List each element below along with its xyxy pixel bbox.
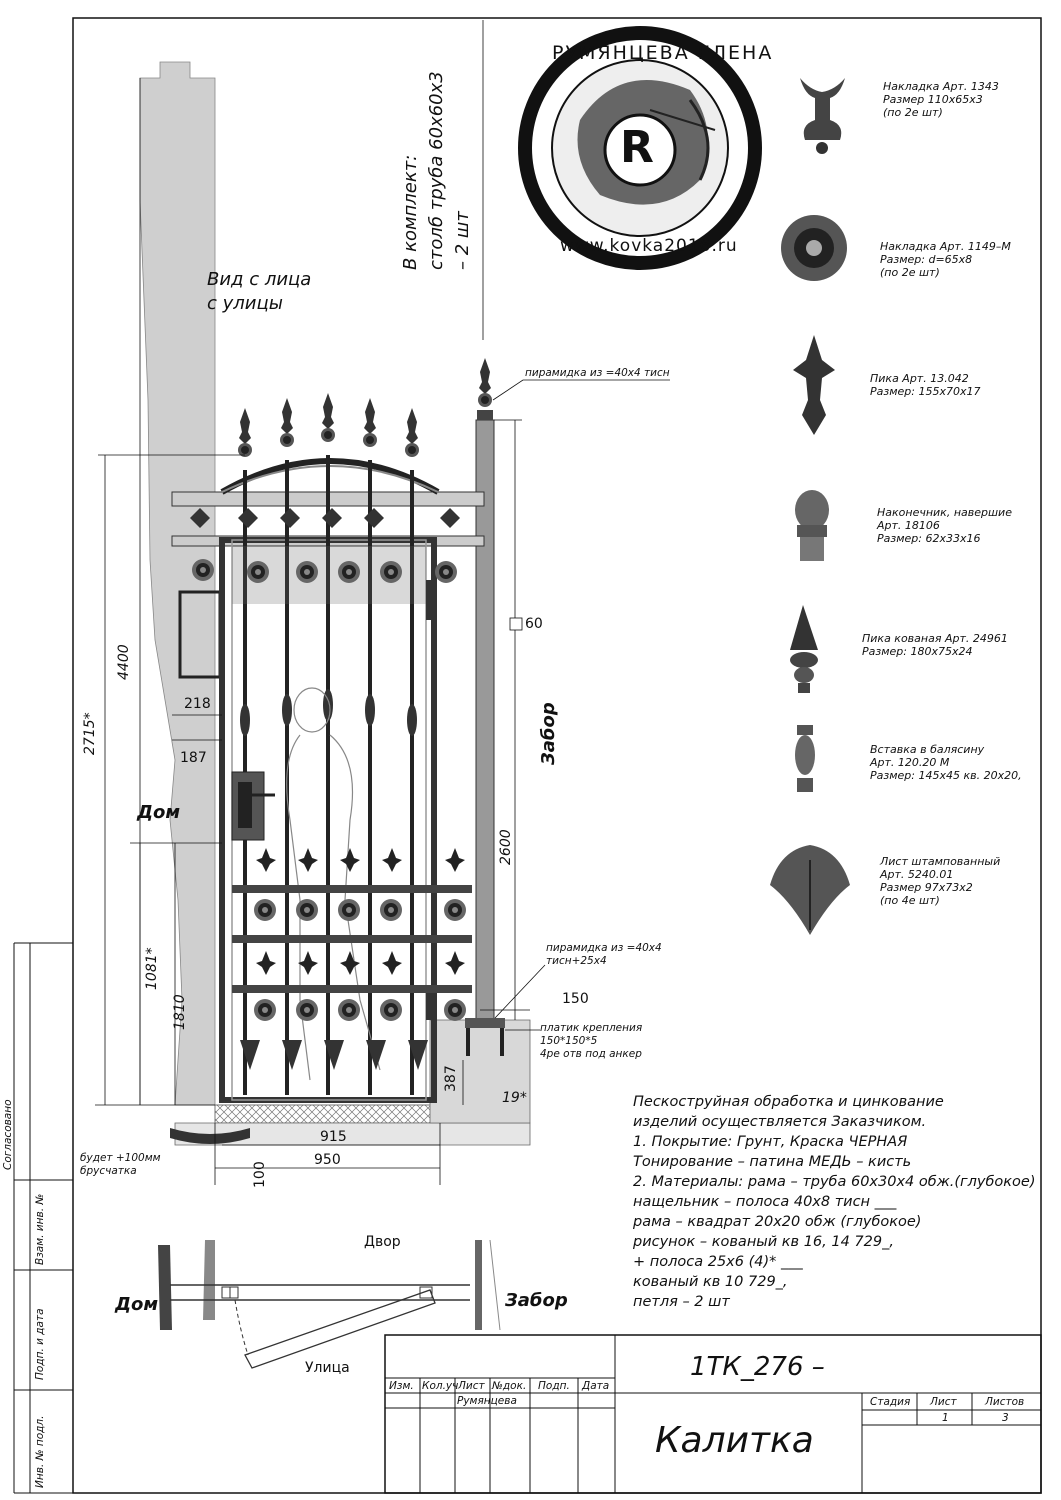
sheet-label: Лист — [930, 1396, 957, 1408]
sheet-value: 1 — [942, 1412, 949, 1424]
col-data: Дата — [582, 1380, 610, 1392]
dim-950: 950 — [314, 1152, 341, 1168]
side-stamp — [13, 942, 73, 1494]
dim-4400: 4400 — [116, 644, 132, 680]
dim-60: 60 — [525, 616, 543, 632]
plan-view — [158, 1239, 501, 1369]
drawing-name: Калитка — [655, 1420, 814, 1461]
col-koluch: Кол.уч — [422, 1380, 459, 1392]
side-replace-inv: Взам. инв. № — [34, 1193, 46, 1265]
col-podp: Подп. — [538, 1380, 570, 1392]
stamp-bottom-text: www.kovka2016.ru — [560, 236, 738, 256]
col-izm: Изм. — [389, 1380, 414, 1392]
doc-number: 1ТК_276 – — [690, 1352, 825, 1382]
label-yard: Двор — [364, 1234, 401, 1250]
dim-915: 915 — [320, 1129, 347, 1145]
label-house: Дом — [137, 802, 181, 823]
label-plate: платик крепления 150*150*5 4ре отв под а… — [540, 1022, 643, 1060]
col-ndok: №док. — [492, 1380, 527, 1392]
author: Румянцева — [457, 1395, 517, 1407]
catalog-icons — [770, 78, 850, 935]
sheets-label: Листов — [985, 1396, 1025, 1408]
stamp-letter: R — [620, 122, 654, 173]
stamp-top-text: РУМЯНЦЕВА ЕЛЕНА — [552, 42, 774, 64]
title-block — [384, 1334, 1042, 1494]
dim-2715: 2715* — [82, 712, 98, 755]
dim-387: 387 — [443, 1065, 459, 1092]
side-agreed: Согласовано — [2, 1099, 14, 1170]
side-sign-date: Подп. и дата — [34, 1308, 46, 1380]
dim-1810: 1810 — [172, 994, 188, 1030]
dim-187: 187 — [180, 750, 207, 766]
sheets-value: 3 — [1002, 1412, 1009, 1424]
stage-label: Стадия — [870, 1396, 911, 1408]
label-fence: Забор — [538, 702, 559, 765]
col-list: Лист — [458, 1380, 485, 1392]
label-plan-fence: Забор — [505, 1290, 568, 1311]
view-title: Вид с лица с улицы — [207, 269, 312, 314]
label-paving: будет +100мм брусчатка — [80, 1152, 161, 1177]
spec-notes: Пескоструйная обработка и цинкование изд… — [633, 1094, 1036, 1310]
label-street: Улица — [305, 1360, 350, 1376]
dim-150: 150 — [562, 991, 589, 1007]
label-pyramid-top: пирамидка из =40х4 тисн — [525, 367, 670, 379]
label-plan-house: Дом — [115, 1294, 159, 1315]
label-pyramid-bottom: пирамидка из =40х4 тисн+25х4 — [546, 942, 662, 967]
dim-2600: 2600 — [498, 829, 514, 865]
stamp — [518, 26, 762, 270]
dim-19: 19* — [502, 1090, 527, 1106]
post-note: В комплект: столб труба 60х60х3 – 2 шт — [400, 71, 473, 270]
dim-1081: 1081* — [144, 947, 160, 990]
dim-218: 218 — [184, 696, 211, 712]
side-inv-number: Инв. № подл. — [34, 1415, 46, 1488]
dim-100: 100 — [252, 1161, 268, 1188]
